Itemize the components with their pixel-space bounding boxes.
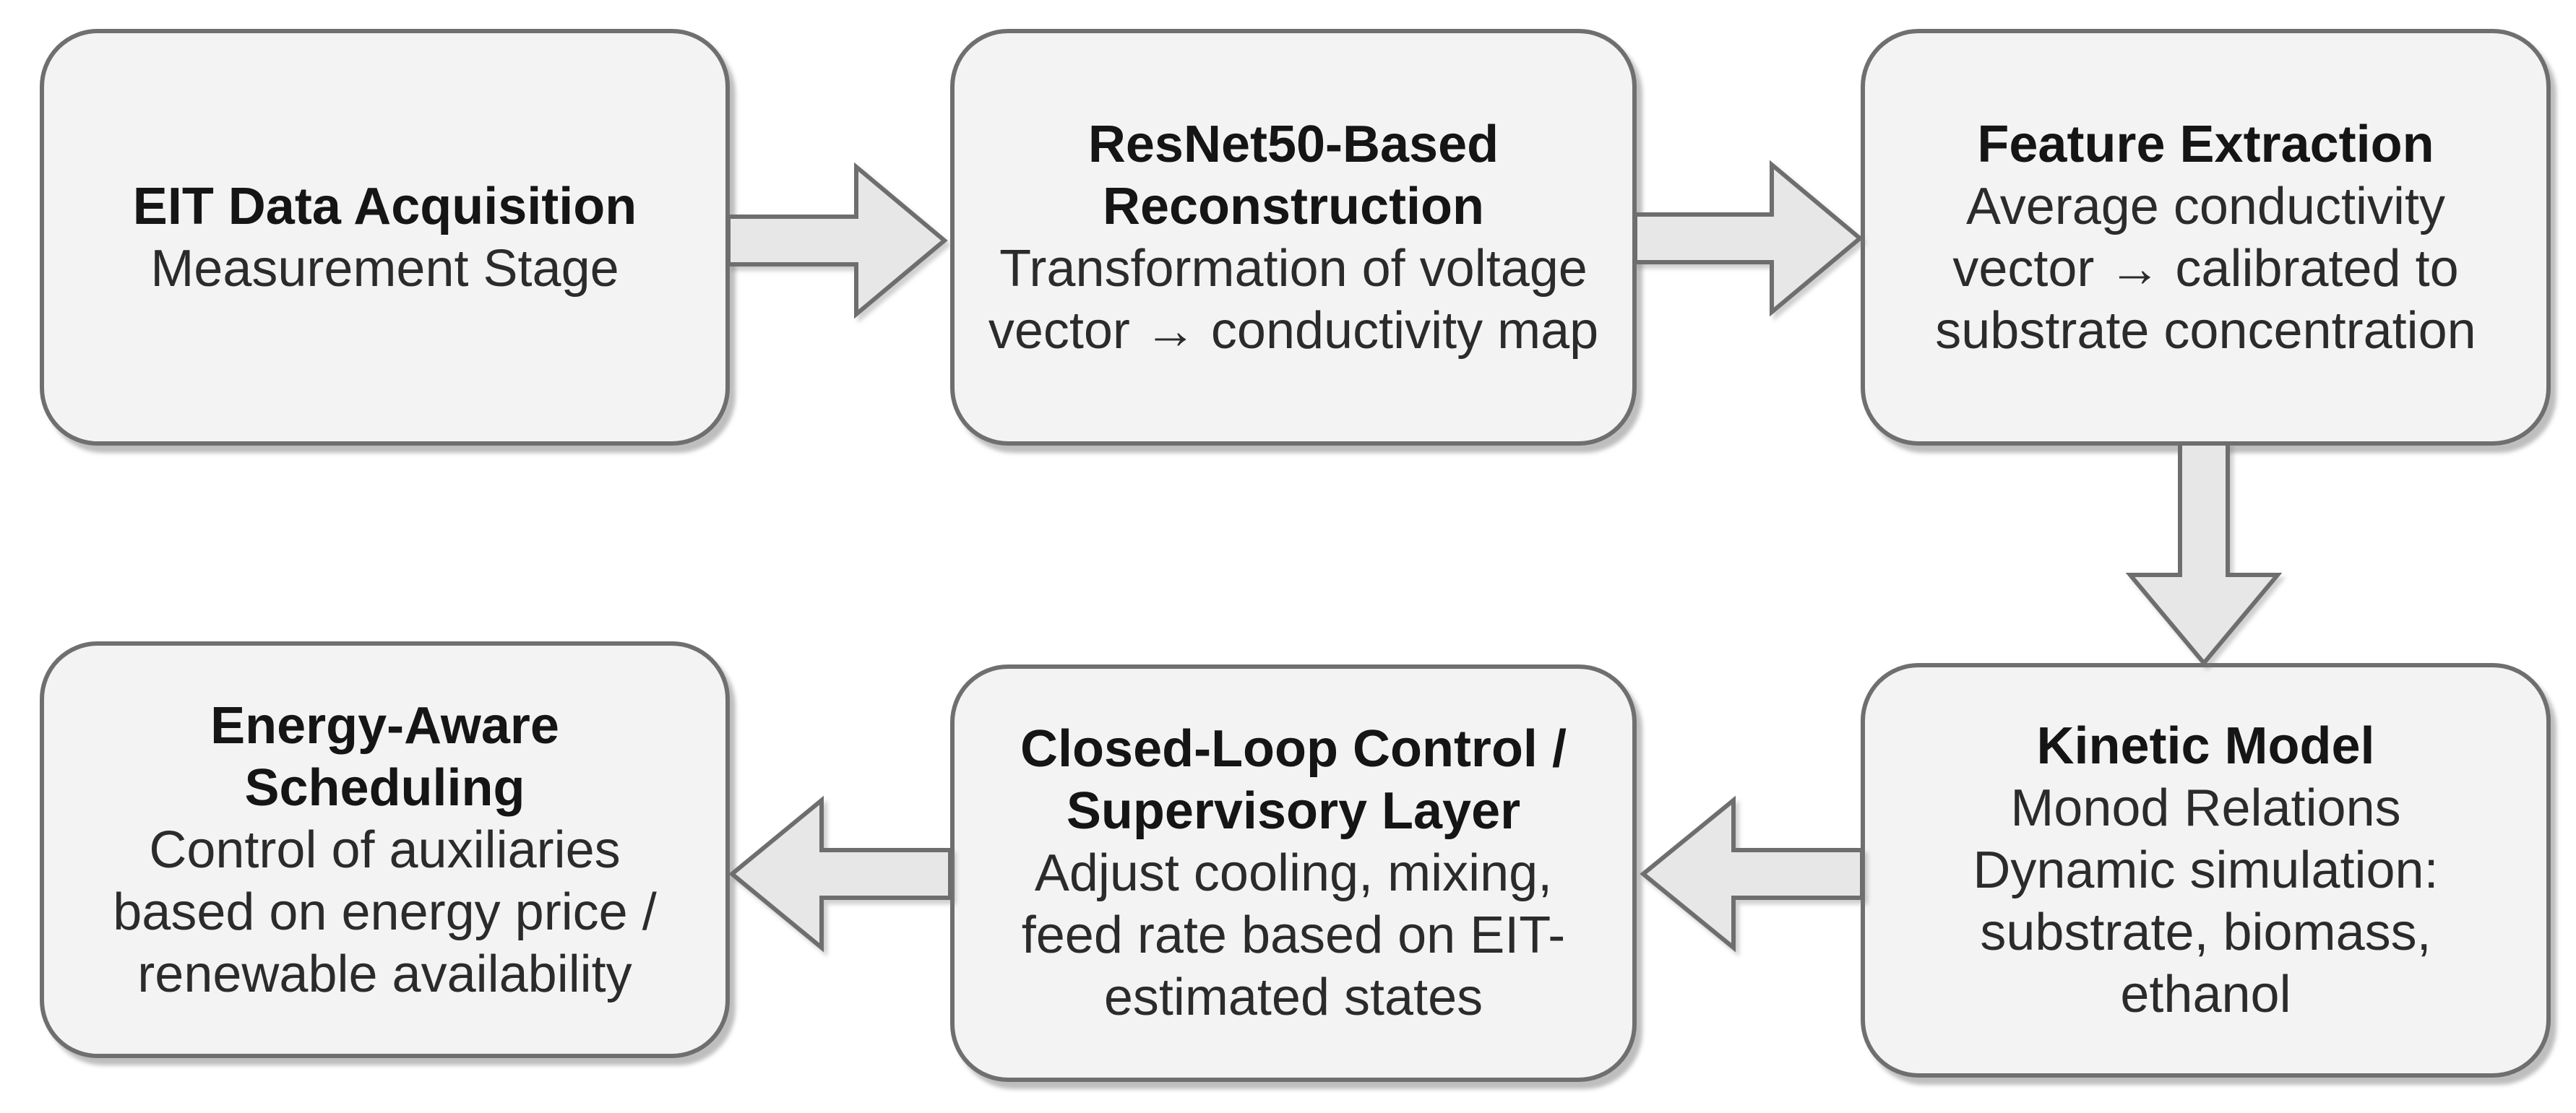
arrow-left-kinetic-model-to-closed-loop-icon [1640,795,1864,953]
box-closed-loop-control-supervisory-layer: Closed-Loop Control /Supervisory Layer A… [950,664,1637,1082]
arrow-right-reconstruction-to-feature-extraction-icon [1633,160,1864,317]
box-kinetic-model-title: Kinetic Model [2036,717,2375,775]
arrow-left-closed-loop-to-energy-aware-icon [728,795,952,953]
box-eit-data-acquisition-title: EIT Data Acquisition [132,177,637,235]
box-eit-data-acquisition-body: Measurement Stage [150,239,619,298]
box-closed-loop-control-supervisory-layer-title: Closed-Loop Control /Supervisory Layer [1020,720,1567,840]
box-eit-data-acquisition: EIT Data Acquisition Measurement Stage [40,29,730,446]
box-closed-loop-control-supervisory-layer-body: Adjust cooling, mixing,feed rate based o… [1021,844,1566,1026]
box-feature-extraction-title: Feature Extraction [1977,115,2434,173]
arrow-right-acquisition-to-reconstruction-icon [726,162,948,319]
arrow-down-feature-extraction-to-kinetic-model-icon [2125,441,2283,667]
